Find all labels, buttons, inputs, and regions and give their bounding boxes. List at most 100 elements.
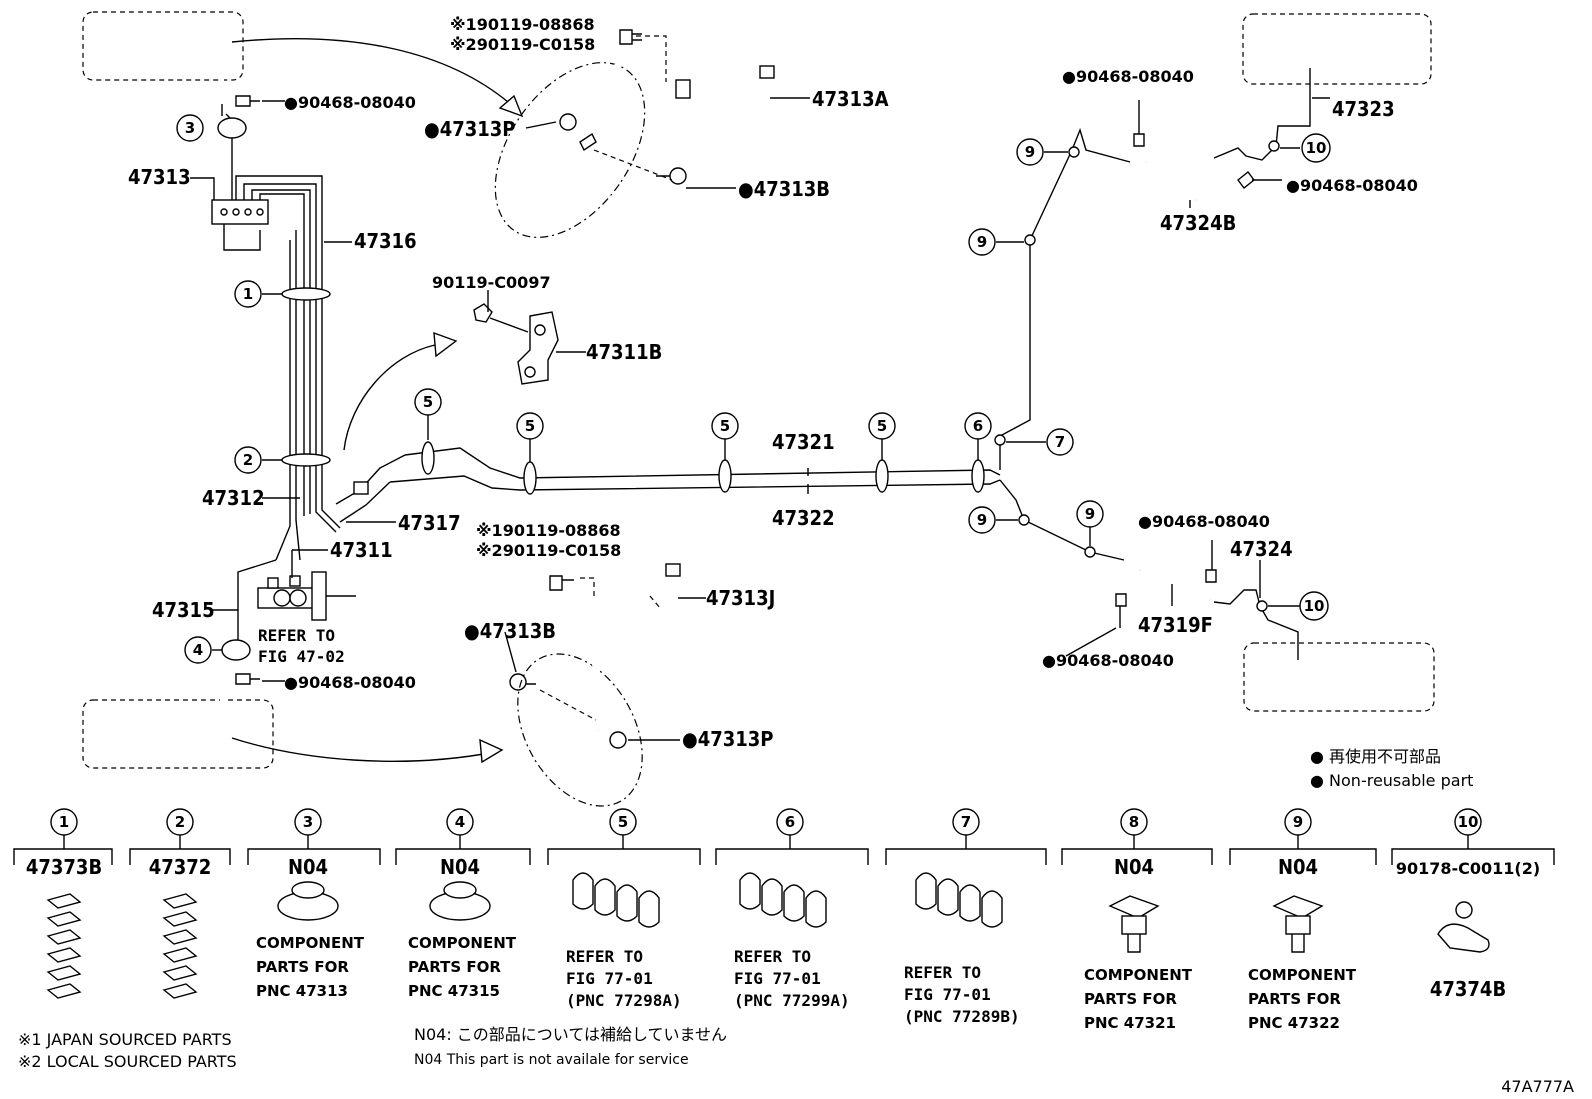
table-bracket-2 [129, 835, 231, 865]
callout-5d: 5 [877, 417, 887, 435]
clamp-segment [981, 890, 1003, 928]
clamp-1 [281, 287, 331, 301]
table-callout-label-9: 9 [1293, 813, 1303, 831]
table-note-4-0: COMPONENT [408, 934, 517, 952]
clip-90468-b [235, 673, 260, 685]
label-90468-e: ●90468-08040 [1138, 512, 1270, 531]
label-47313P-top: ●47313P [424, 117, 515, 141]
arrow-middle [343, 344, 436, 451]
clamp-segment [616, 884, 638, 922]
leader-lines [190, 97, 1330, 741]
clip-base [1285, 915, 1311, 935]
arrow-top [231, 37, 516, 109]
table-part-8: N04 [1114, 855, 1154, 879]
callout-10a: 10 [1306, 139, 1327, 157]
clamp-segment [572, 872, 594, 910]
clip-segment [162, 965, 198, 981]
bolt-90119 [473, 303, 529, 333]
line-upper-right [999, 127, 1131, 470]
clip-segment [46, 983, 82, 999]
label-90119: 90119-C0097 [432, 273, 551, 292]
label-47322: 47322 [772, 506, 835, 530]
table-bracket-9 [1229, 835, 1377, 865]
label-47316: 47316 [354, 229, 417, 253]
label-47313B-bot: ●47313B [464, 619, 556, 643]
clamp-5c [718, 459, 732, 493]
clip-pictogram [1108, 895, 1160, 919]
clamp-5a [421, 441, 435, 475]
table-bracket-3 [247, 835, 381, 865]
label-47311B: 47311B [586, 340, 662, 364]
label-47319F: 47319F [1138, 613, 1213, 637]
bolt-47313B-bot [509, 673, 536, 691]
ref-box-bottom-left [82, 699, 274, 769]
table-bracket-5 [547, 835, 701, 865]
table-part2-10: 47374B [1430, 977, 1506, 1001]
table-part-9: N04 [1278, 855, 1318, 879]
table-part-10: 90178-C0011(2) [1396, 859, 1540, 878]
table-note-3-1: PARTS FOR [256, 958, 349, 976]
table-note-8-1: PARTS FOR [1084, 990, 1177, 1008]
fitting-47313J [665, 563, 681, 577]
table-note-9-0: COMPONENT [1248, 966, 1357, 984]
table-bracket-1 [13, 835, 113, 865]
table-callout-label-4: 4 [455, 813, 465, 831]
label-290119-top: ※290119-C0158 [450, 35, 595, 54]
clamp-5b [523, 461, 537, 495]
clip-base [1121, 915, 1147, 935]
label-90468-a: ●90468-08040 [284, 93, 416, 112]
arrow-top-head [498, 94, 524, 118]
table-note-4-1: PARTS FOR [408, 958, 501, 976]
table-callout-label-5: 5 [618, 813, 628, 831]
table-note-5-2: (PNC 77298A) [566, 991, 682, 1010]
clip-segment [162, 911, 198, 927]
table-note-7-1: FIG 77-01 [904, 985, 991, 1004]
clip-pin [1127, 934, 1141, 953]
clip-segment [46, 965, 82, 981]
figure-code: 47A777A [1501, 1077, 1574, 1096]
table-callout-label-2: 2 [175, 813, 185, 831]
table-bracket-10 [1391, 835, 1555, 865]
label-90468-d: ●90468-08040 [1286, 176, 1418, 195]
callout-4a: 4 [193, 641, 203, 659]
table-note-9-1: PARTS FOR [1248, 990, 1341, 1008]
arrow-middle-head [433, 331, 458, 358]
table-note-4-2: PNC 47315 [408, 982, 500, 1000]
grommet-3 [217, 117, 247, 139]
detail-ellipse-top [494, 62, 646, 238]
table-note-7-2: (PNC 77289B) [904, 1007, 1020, 1026]
bracket-47313A [675, 79, 691, 99]
label-47323: 47323 [1332, 97, 1395, 121]
table-callout-label-1: 1 [59, 813, 69, 831]
clamp-pictogram [1437, 923, 1490, 953]
table-bracket-8 [1061, 835, 1213, 865]
clamp-2 [281, 453, 331, 467]
label-47312: 47312 [202, 486, 265, 510]
bolt-190119-top [619, 29, 642, 45]
ref-box-top-left [82, 11, 244, 81]
clamp-6 [971, 459, 985, 493]
clip-90468-f [1115, 593, 1127, 628]
label-47313: 47313 [128, 165, 191, 189]
label-47313A: 47313A [812, 87, 889, 111]
clip-segment [162, 929, 198, 945]
table-bracket-4 [395, 835, 531, 865]
label-90468-f: ●90468-08040 [1042, 651, 1174, 670]
table-callout-label-10: 10 [1458, 813, 1479, 831]
table-note-5-1: FIG 77-01 [566, 969, 653, 988]
footnote-local: ※2 LOCAL SOURCED PARTS [18, 1052, 237, 1071]
clamp-segment [937, 878, 959, 916]
table-part-3: N04 [288, 855, 328, 879]
label-47315: 47315 [152, 598, 215, 622]
bolt-190119-bot [549, 575, 574, 591]
clip-90468-a [235, 95, 260, 107]
table-note-3-0: COMPONENT [256, 934, 365, 952]
table-bracket-6 [715, 835, 869, 865]
callout-9b: 9 [977, 233, 987, 251]
clamp-segment [594, 878, 616, 916]
arrow-bottom [231, 737, 496, 762]
clamp-segment [783, 884, 805, 922]
callout-9a: 9 [1025, 143, 1035, 161]
clip-segment [162, 983, 198, 999]
